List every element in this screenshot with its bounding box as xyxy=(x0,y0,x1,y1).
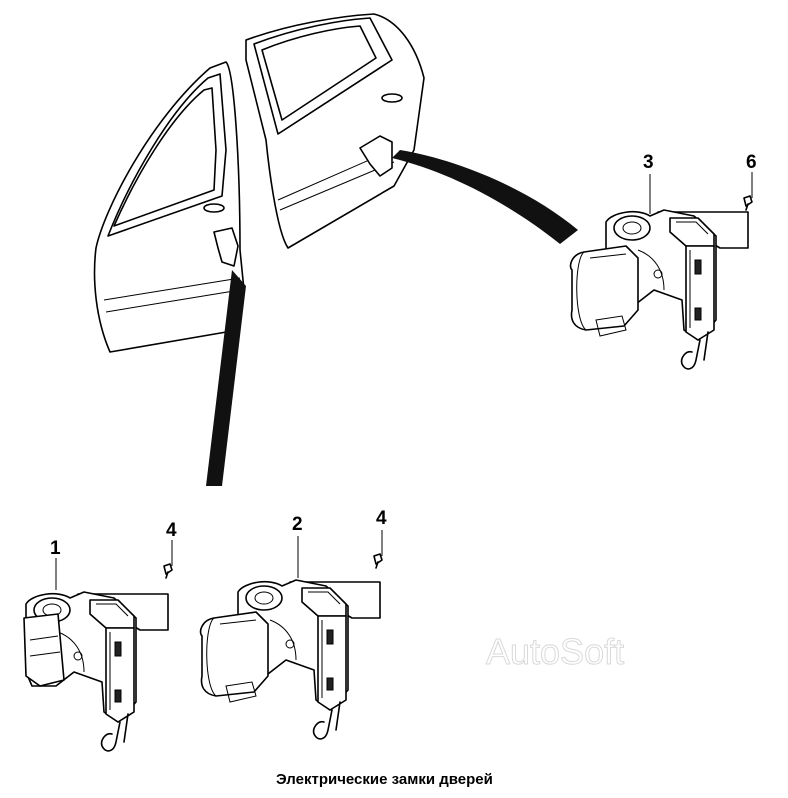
car-doors-illustration xyxy=(93,13,578,486)
motor-actuator-right xyxy=(569,245,639,337)
callout-screw-rear-right: 6 xyxy=(746,152,757,173)
front-door xyxy=(93,61,245,353)
diagram-caption: Электрические замки дверей xyxy=(276,771,493,788)
motor-actuator-left xyxy=(199,611,269,703)
rear-door xyxy=(245,13,425,249)
callout-rear-lock-right: 3 xyxy=(643,152,654,173)
screw-rear-left xyxy=(373,553,383,569)
callout-rear-lock-left: 2 xyxy=(292,514,303,535)
callout-screw-front: 4 xyxy=(166,520,177,541)
screw-front xyxy=(163,563,173,579)
callout-screw-rear-left: 4 xyxy=(376,508,387,529)
screw-rear-right xyxy=(743,195,753,211)
callout-front-lock: 1 xyxy=(50,538,61,559)
watermark: AutoSoft xyxy=(486,631,624,672)
